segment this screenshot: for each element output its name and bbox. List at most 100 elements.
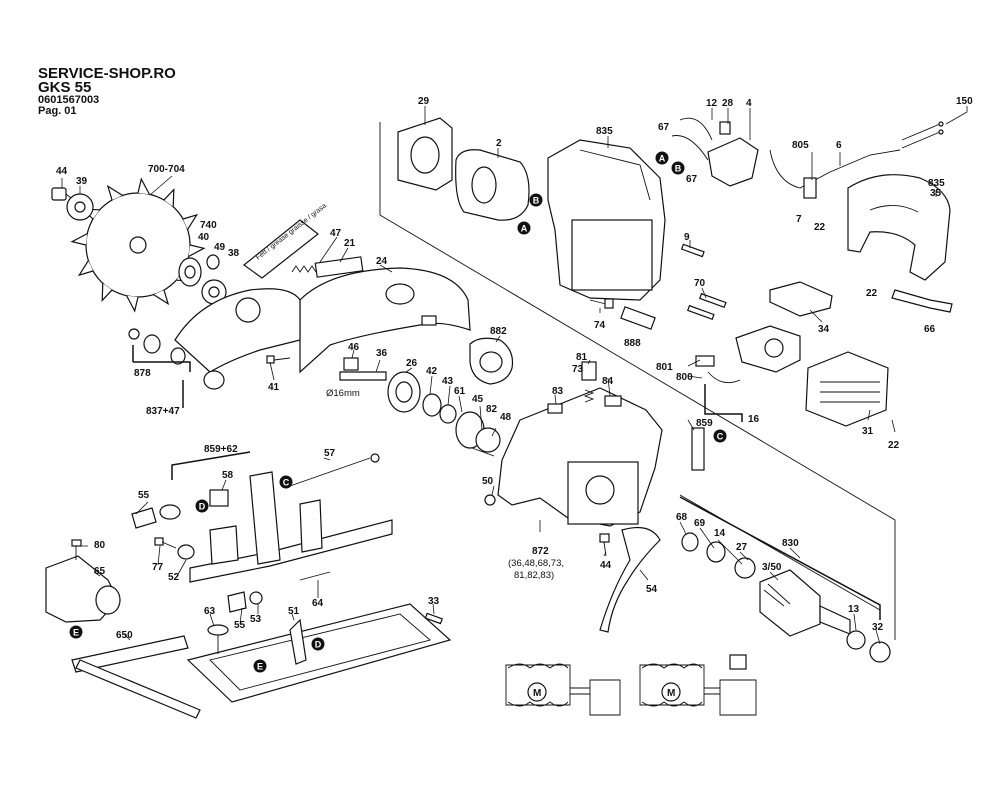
connection-marker-a2 bbox=[655, 151, 669, 165]
base-plate-51 bbox=[186, 603, 452, 703]
connection-marker-letter-d2: D bbox=[315, 640, 322, 650]
part-label-27: 27 bbox=[736, 542, 748, 553]
part-label-740: 740 bbox=[200, 220, 217, 231]
connection-marker-e2 bbox=[69, 625, 83, 639]
part-label-73: 73 bbox=[572, 364, 584, 375]
stator-holder-29 bbox=[397, 117, 453, 191]
power-cable bbox=[769, 149, 901, 199]
saw-blade-tooth bbox=[101, 283, 113, 303]
screw-50 bbox=[484, 494, 496, 506]
knob-55b bbox=[227, 591, 263, 613]
part-label-29: 29 bbox=[418, 96, 430, 107]
model-name: GKS 55 bbox=[38, 79, 92, 96]
cover-34 bbox=[769, 281, 833, 317]
part-label-24: 24 bbox=[376, 256, 388, 267]
knob-63 bbox=[207, 624, 229, 654]
brush-cap-859 bbox=[691, 427, 705, 471]
saw-blade-tooth bbox=[188, 244, 206, 257]
kit-note-line1: (36,48,68,73, bbox=[508, 558, 564, 569]
part-label-42: 42 bbox=[426, 366, 438, 377]
nut-52 bbox=[177, 544, 195, 560]
part-label-830: 830 bbox=[782, 538, 799, 549]
blade-guard-upper bbox=[299, 267, 471, 374]
part-label-4: 4 bbox=[746, 98, 752, 109]
label-plate bbox=[314, 256, 364, 278]
saw-blade-tooth bbox=[137, 177, 150, 195]
part-label-26: 26 bbox=[406, 358, 418, 369]
part-label-55a: 55 bbox=[138, 490, 150, 501]
stator-2 bbox=[455, 149, 530, 221]
cable-150 bbox=[901, 121, 944, 149]
part-label-28: 28 bbox=[722, 98, 734, 109]
part-label-77: 77 bbox=[152, 562, 164, 573]
part-label-80: 80 bbox=[94, 540, 106, 551]
part-label-859: 859 bbox=[696, 418, 713, 429]
page-number: Pag. 01 bbox=[38, 105, 77, 117]
part-label-39: 39 bbox=[76, 176, 88, 187]
part-label-835b: 835 bbox=[928, 178, 945, 189]
connection-marker-letter-c1: C bbox=[717, 432, 724, 442]
connection-marker-letter-e1: E bbox=[257, 662, 263, 672]
group-bracket-859-62 bbox=[171, 451, 251, 480]
part-label-67b: 67 bbox=[686, 174, 698, 185]
part-label-21: 21 bbox=[344, 238, 356, 249]
part-label-43: 43 bbox=[442, 376, 454, 387]
brush-holder bbox=[695, 325, 801, 384]
part-83 bbox=[547, 403, 563, 414]
knob-55 bbox=[131, 504, 181, 529]
blade-screw bbox=[51, 187, 94, 221]
leader-lines bbox=[61, 106, 968, 645]
part-label-33: 33 bbox=[428, 596, 440, 607]
connection-marker-letter-d1: D bbox=[199, 502, 206, 512]
connection-marker-e1 bbox=[253, 659, 267, 673]
saw-blade-tooth bbox=[126, 295, 139, 313]
saw-blade-tooth bbox=[153, 289, 170, 306]
armature bbox=[681, 532, 891, 663]
spring-73 bbox=[583, 389, 595, 403]
connection-marker-letter-a2: A bbox=[659, 154, 666, 164]
part-label-3-50: 3/50 bbox=[762, 562, 782, 573]
part-label-74: 74 bbox=[594, 320, 606, 331]
screw-64 bbox=[299, 571, 331, 581]
part-label-48: 48 bbox=[500, 412, 512, 423]
screw-74 bbox=[589, 298, 614, 309]
part-label-22a: 22 bbox=[814, 222, 826, 233]
part-label-64: 64 bbox=[312, 598, 324, 609]
flanges bbox=[178, 254, 227, 305]
parallel-guide-65 bbox=[45, 555, 121, 623]
part-label-22c: 22 bbox=[888, 440, 900, 451]
part-label-34: 34 bbox=[818, 324, 830, 335]
part-label-38: 38 bbox=[228, 248, 240, 259]
blade-guard-lower bbox=[174, 288, 301, 373]
pin-33 bbox=[424, 612, 443, 625]
connection-marker-letter-e2: E bbox=[73, 628, 79, 638]
part-label-36: 36 bbox=[376, 348, 388, 359]
guard-roller bbox=[128, 328, 225, 390]
part-label-69: 69 bbox=[694, 518, 706, 529]
gear-housing bbox=[497, 387, 663, 527]
part-label-44b: 44 bbox=[600, 560, 612, 571]
part-label-2: 2 bbox=[496, 138, 502, 149]
saw-blade-tooth bbox=[163, 187, 175, 207]
spindle-shaft bbox=[339, 357, 501, 457]
handle-835 bbox=[847, 174, 951, 281]
part-label-57: 57 bbox=[324, 448, 336, 459]
part-label-888: 888 bbox=[624, 338, 641, 349]
saw-blade-tooth bbox=[182, 213, 199, 230]
part-label-45: 45 bbox=[472, 394, 484, 405]
part-label-13: 13 bbox=[848, 604, 860, 615]
part-label-32: 32 bbox=[872, 622, 884, 633]
connection-marker-letter-b1: B bbox=[533, 196, 540, 206]
part-84 bbox=[604, 395, 622, 407]
shop-title: SERVICE-SHOP.RO bbox=[38, 65, 176, 82]
motor-housing-835 bbox=[547, 139, 666, 301]
connection-marker-d2 bbox=[311, 637, 325, 651]
shaft-diameter-note: Ø16mm bbox=[326, 388, 360, 399]
screw-44b bbox=[599, 533, 610, 557]
connection-marker-letter-a1: A bbox=[521, 224, 528, 234]
part-label-16: 16 bbox=[748, 414, 760, 425]
connection-marker-d1 bbox=[195, 499, 209, 513]
guard-lever-54 bbox=[599, 527, 661, 633]
wiring-diagram: M M bbox=[505, 654, 757, 716]
